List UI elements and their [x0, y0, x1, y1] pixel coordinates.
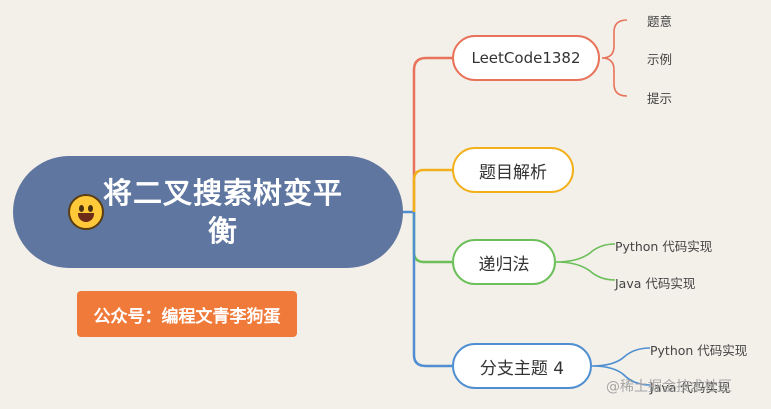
leaf-problem-meaning[interactable]: 题意 — [647, 14, 673, 29]
branch-node-topic-4[interactable]: 分支主题 4 — [452, 343, 592, 389]
leaf-python-impl-recursion[interactable]: Python 代码实现 — [615, 239, 713, 254]
branch-3-connector — [412, 212, 452, 264]
root-title: 将二叉搜索树变平衡 — [103, 176, 344, 248]
root-topic[interactable]: 将二叉搜索树变平衡 — [13, 156, 403, 268]
leaf-python-impl-topic-4[interactable]: Python 代码实现 — [650, 343, 748, 358]
branch-2-connector — [412, 168, 452, 212]
leaf-java-impl-topic-4[interactable]: Java 代码实现 — [650, 380, 731, 395]
branch-node-recursion[interactable]: 递归法 — [452, 239, 556, 285]
branch-1-connector — [412, 56, 452, 212]
branch-4-connector — [412, 212, 452, 368]
leaf-java-impl-recursion[interactable]: Java 代码实现 — [615, 276, 696, 291]
leaf-example[interactable]: 示例 — [647, 52, 673, 67]
branch-node-leetcode1382[interactable]: LeetCode1382 — [452, 35, 600, 81]
leaf-hint[interactable]: 提示 — [647, 91, 673, 106]
branch-node-analysis[interactable]: 题目解析 — [452, 147, 574, 193]
branch-1-brace — [601, 19, 628, 97]
author-badge: 公众号：编程文青李狗蛋 — [77, 291, 297, 337]
branch-4-child-curves — [591, 347, 651, 386]
grinning-tongue-emoji-icon — [68, 194, 104, 230]
branch-3-child-curves — [555, 243, 616, 281]
watermark: @稀土掘金技术社区 — [606, 379, 732, 395]
